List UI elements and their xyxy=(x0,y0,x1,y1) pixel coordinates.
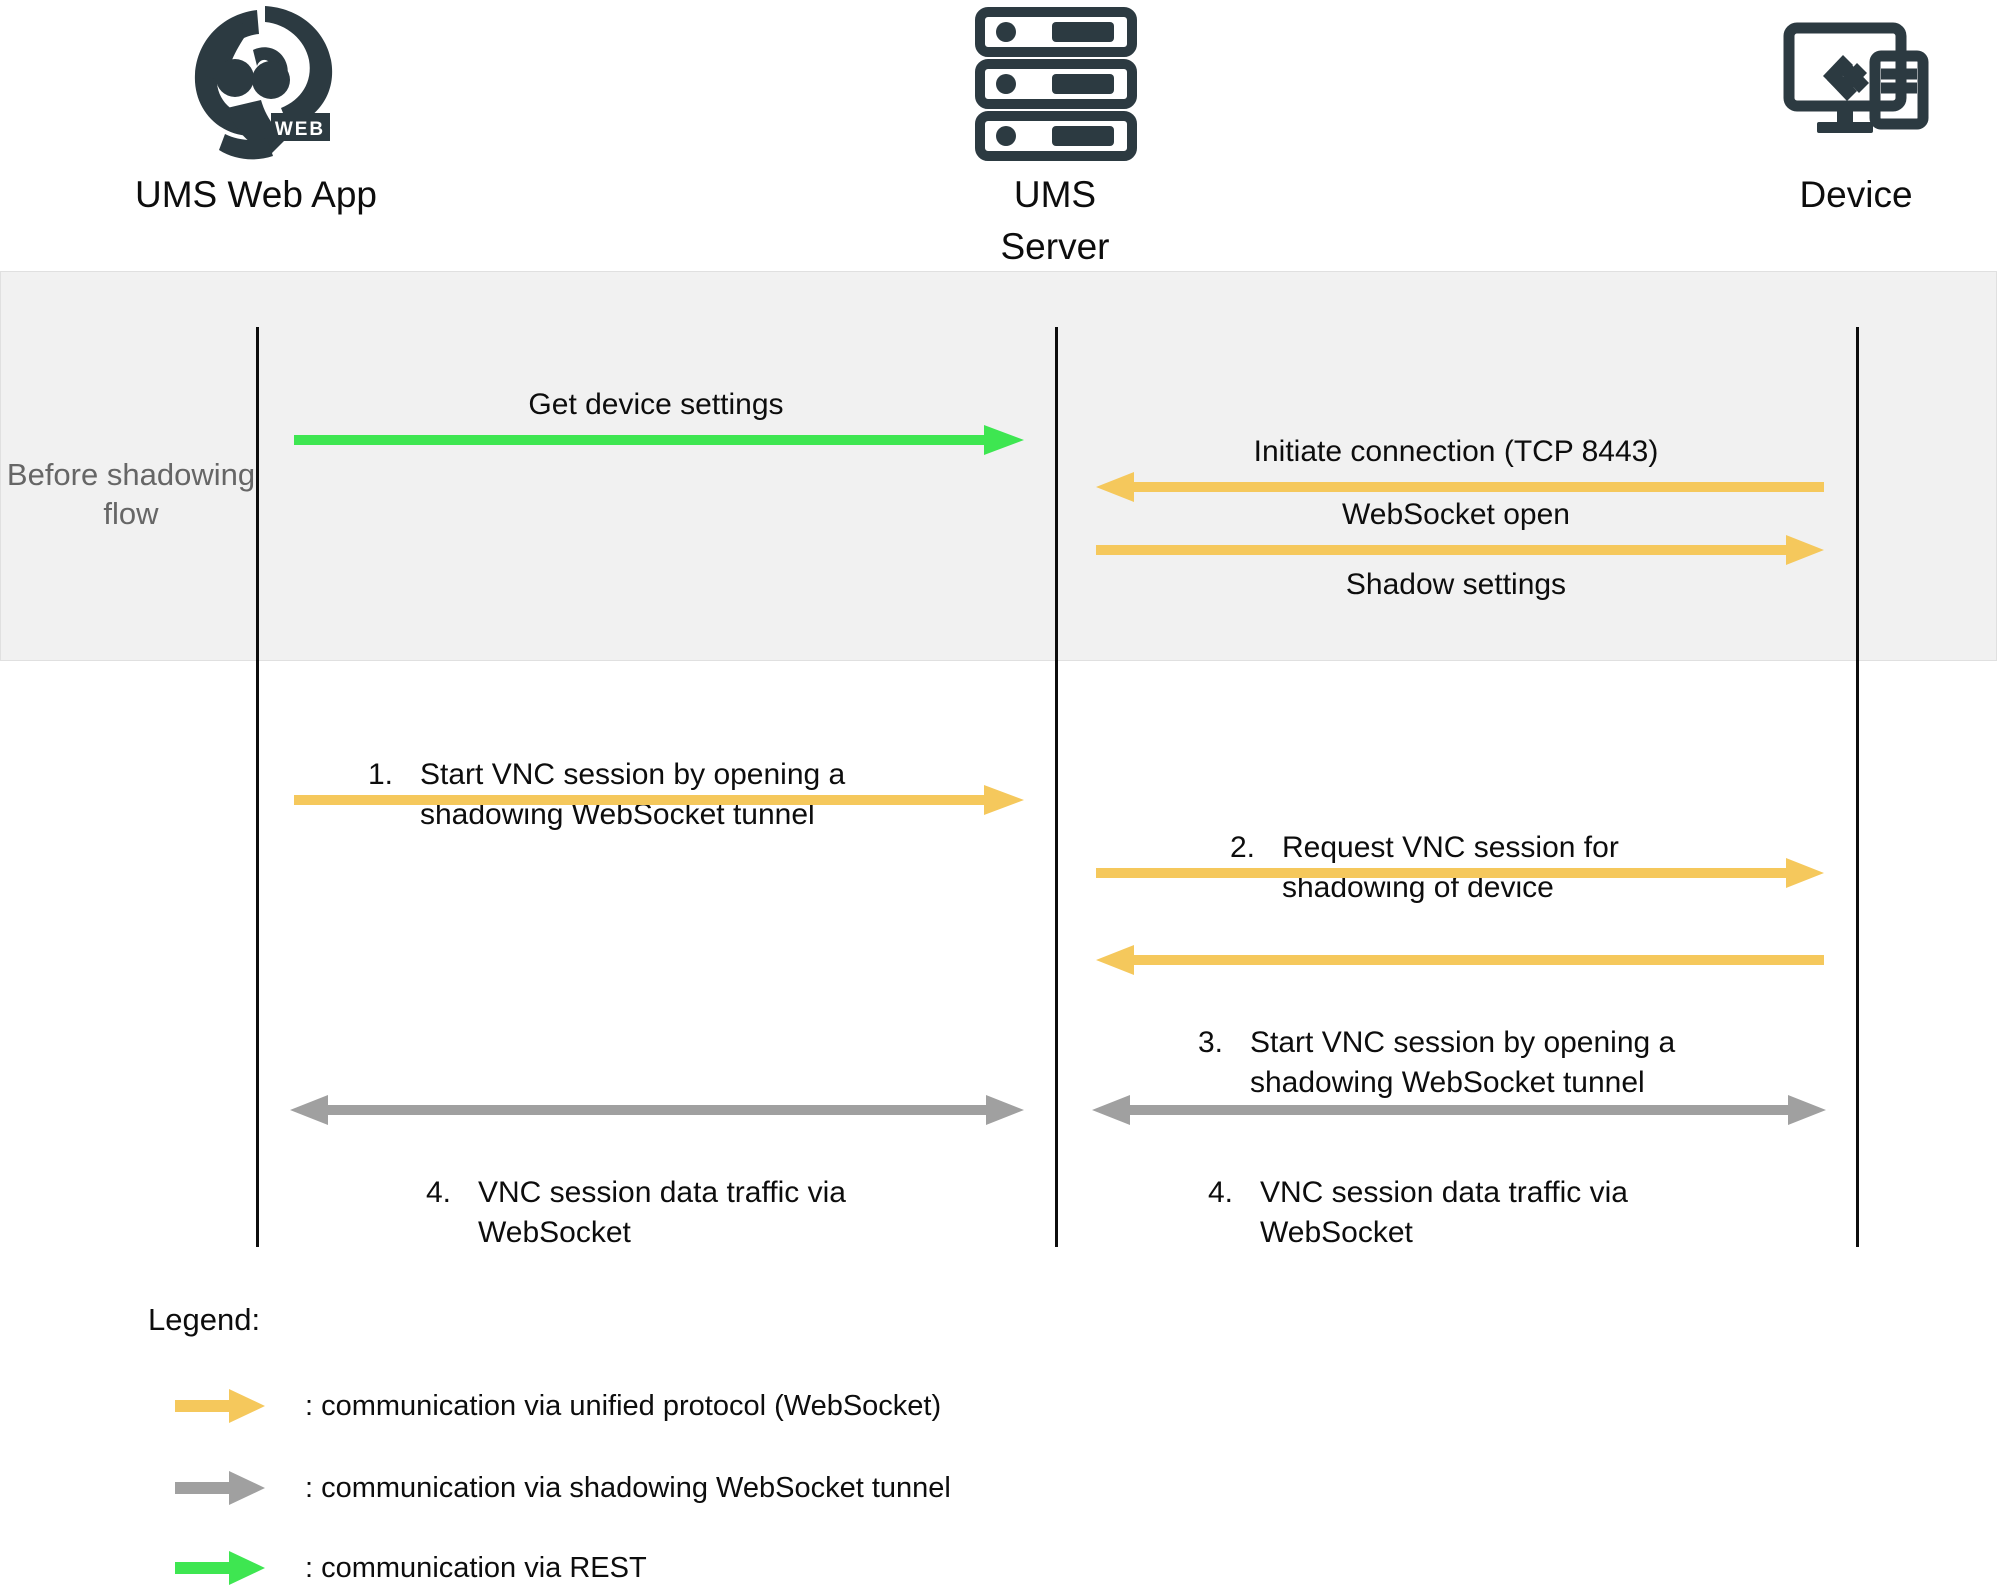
legend-arrow-green-icon xyxy=(175,1551,265,1585)
message-label-initiate-connection: Initiate connection (TCP 8443) xyxy=(1253,435,1659,468)
legend-item-yellow: : communication via unified protocol (We… xyxy=(175,1386,941,1426)
server-rack-icon xyxy=(875,4,1235,169)
actor-label-ums-web-app: UMS Web App xyxy=(135,174,377,215)
legend-arrow-gray-icon xyxy=(175,1471,265,1505)
message-label-step-1: 1.Start VNC session by opening a shadowi… xyxy=(368,715,968,835)
message-arrow-step-3 xyxy=(1096,945,1824,975)
message-label-step-4-right: 4. VNC session data traffic via WebSocket xyxy=(1208,1133,1828,1253)
lifeline-ums-web-app xyxy=(256,327,259,1247)
actor-ums-web-app: WEB UMS Web App xyxy=(76,4,436,221)
actor-device: Device xyxy=(1676,4,2002,221)
message-label-step-4-left: 4. VNC session data traffic via WebSocket xyxy=(426,1133,1046,1253)
ums-web-logo-icon: WEB xyxy=(76,4,436,169)
message-arrow-initiate-connection xyxy=(1096,472,1824,502)
legend-item-green: : communication via REST xyxy=(175,1548,647,1588)
message-label-step-3: 3. Start VNC session by opening a shadowi… xyxy=(1198,983,1838,1103)
message-label-shadow-settings: Shadow settings xyxy=(1345,568,1567,601)
step-text-4-right: VNC session data traffic via WebSocket xyxy=(1260,1176,1628,1249)
desktop-device-icon xyxy=(1676,4,2002,169)
lifeline-ums-server xyxy=(1055,327,1058,1247)
message-arrow-step-4-left xyxy=(290,1095,1024,1125)
step-number-4-left: 4. xyxy=(426,1176,452,1209)
message-arrow-step-4-right xyxy=(1092,1095,1826,1125)
actor-label-ums-server: UMS Server xyxy=(1000,174,1110,267)
message-arrow-step-2 xyxy=(1096,858,1824,888)
step-number-2: 2. xyxy=(1230,831,1256,864)
legend-text-gray: : communication via shadowing WebSocket … xyxy=(305,1472,951,1504)
before-shadowing-band xyxy=(0,271,1997,661)
actor-label-device: Device xyxy=(1799,174,1913,215)
actor-ums-server: UMS Server xyxy=(875,4,1235,273)
step-text-3: Start VNC session by opening a shadowing… xyxy=(1250,1026,1676,1099)
legend-item-gray: : communication via shadowing WebSocket … xyxy=(175,1468,951,1508)
legend-text-yellow: : communication via unified protocol (We… xyxy=(305,1390,942,1422)
step-number-1: 1. xyxy=(368,758,394,791)
lifeline-device xyxy=(1856,327,1859,1247)
legend-title: Legend: xyxy=(148,1302,261,1337)
message-label-websocket-open: WebSocket open xyxy=(1342,498,1570,531)
message-arrow-get-device-settings xyxy=(294,425,1024,455)
message-label-step-2: 2.Request VNC session for shadowing of d… xyxy=(1230,788,1830,908)
step-number-4-right: 4. xyxy=(1208,1176,1234,1209)
legend-arrow-yellow-icon xyxy=(175,1389,265,1423)
message-arrow-websocket-open xyxy=(1096,535,1824,565)
legend-text-green: : communication via REST xyxy=(305,1552,647,1584)
message-arrow-step-1 xyxy=(294,785,1024,815)
message-label-get-device-settings: Get device settings xyxy=(528,388,784,421)
step-number-3: 3. xyxy=(1198,1026,1224,1059)
step-text-4-left: VNC session data traffic via WebSocket xyxy=(478,1176,846,1249)
svg-text:WEB: WEB xyxy=(275,119,325,140)
before-shadowing-band-label: Before shadowing flow xyxy=(6,457,256,531)
